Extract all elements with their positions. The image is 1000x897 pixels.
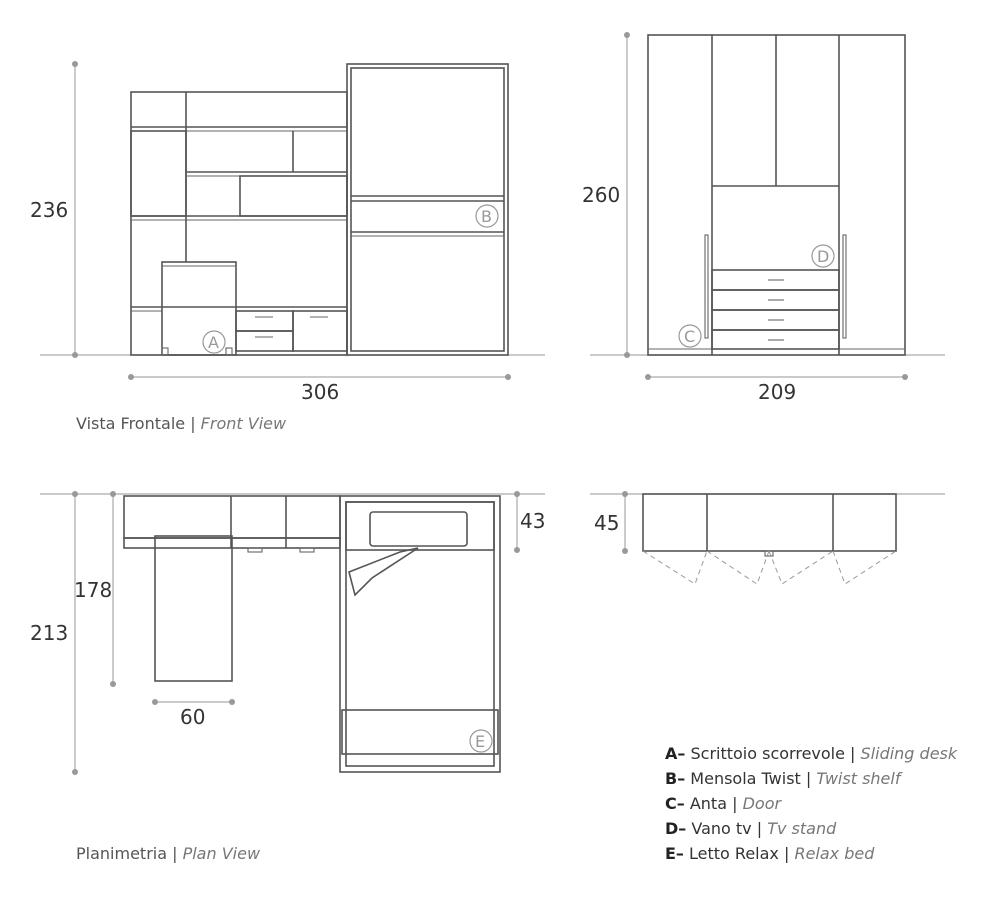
wardrobe-plan-outline — [642, 493, 897, 552]
svg-text:E: E — [475, 732, 485, 751]
caption-front-view: Vista Frontale | Front View — [76, 414, 287, 433]
front-drawer-2 — [235, 330, 294, 352]
marker-b: B — [475, 204, 499, 228]
caption-plan-view: Planimetria | Plan View — [76, 844, 261, 863]
svg-text:D: D — [817, 247, 829, 266]
front-view: 236 306 A B — [30, 61, 545, 404]
plan-bed-frame-foot — [341, 709, 499, 755]
caption-front-it: Vista Frontale — [76, 414, 186, 433]
caption-plan-en: Plan View — [182, 844, 261, 863]
wardrobe-drawer-4 — [711, 329, 840, 350]
marker-c: C — [678, 324, 702, 348]
wardrobe-handle-right — [842, 234, 847, 339]
legend-item-a: A– Scrittoio scorrevole | Sliding desk — [665, 744, 958, 763]
dim-wardrobe-height: 260 — [582, 183, 620, 207]
front-wall-bed — [346, 63, 509, 356]
marker-a: A — [202, 330, 226, 354]
dim-wardrobe-depth: 45 — [594, 511, 619, 535]
plan-view: 213 178 60 43 E — [30, 491, 545, 775]
plan-pillow — [369, 511, 468, 547]
front-drawer-1 — [235, 310, 294, 332]
legend-item-c: C– Anta | Door — [665, 794, 782, 813]
dim-plan-desk-width: 60 — [180, 705, 205, 729]
dim-plan-desk-depth: 178 — [74, 578, 112, 602]
wardrobe-front-view: 260 209 C D — [582, 32, 945, 404]
plan-shelf-unit — [123, 495, 341, 539]
plan-sliding-desk — [154, 535, 233, 682]
dim-plan-shelf-depth: 43 — [520, 509, 545, 533]
front-cabinet-upper-left — [130, 130, 187, 217]
legend-item-d: D– Vano tv | Tv stand — [665, 819, 837, 838]
legend-item-b: B– Mensola Twist | Twist shelf — [665, 769, 901, 788]
dim-plan-total-depth: 213 — [30, 621, 68, 645]
dim-front-width: 306 — [301, 380, 339, 404]
caption-plan-it: Planimetria — [76, 844, 168, 863]
dim-wardrobe-width: 209 — [758, 380, 796, 404]
marker-d: D — [811, 244, 835, 268]
wardrobe-handle-left — [704, 234, 709, 339]
svg-text:A: A — [208, 333, 219, 352]
wardrobe-plan-view: 45 — [590, 491, 945, 585]
legend: A– Scrittoio scorrevole | Sliding desk B… — [665, 741, 957, 866]
marker-e: E — [469, 729, 493, 753]
front-sliding-desk — [161, 261, 237, 356]
plan-bed — [339, 495, 501, 773]
svg-text:C: C — [684, 327, 695, 346]
caption-front-en: Front View — [200, 414, 287, 433]
dim-front-height: 236 — [30, 198, 68, 222]
front-upper-box — [239, 175, 348, 217]
svg-text:B: B — [481, 207, 492, 226]
plan-blanket-fold — [348, 547, 419, 597]
legend-item-e: E– Letto Relax | Relax bed — [665, 844, 875, 863]
